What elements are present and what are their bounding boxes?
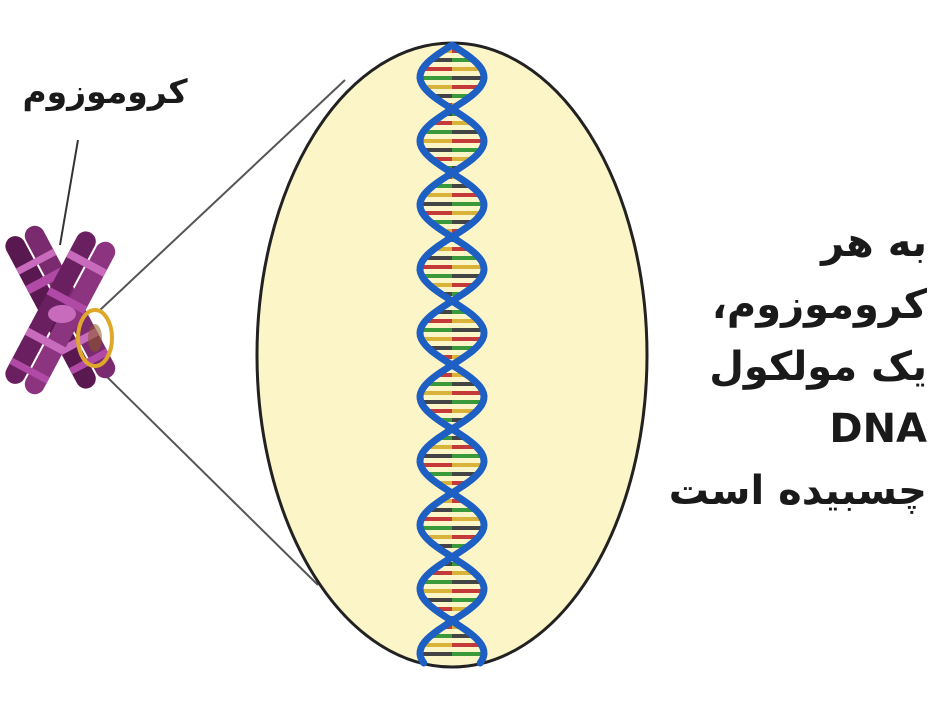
caption-line-3: چسبیده است (627, 460, 927, 522)
chromosome-pointer-line (60, 140, 78, 245)
caption-line-1: به هر کروموزوم، (627, 212, 927, 336)
highlight-core (88, 324, 102, 352)
caption-text: به هر کروموزوم، یک مولکول DNA چسبیده است (627, 212, 927, 522)
caption-line-2: یک مولکول DNA (627, 336, 927, 460)
chromosome-label: کروموزوم (20, 72, 190, 111)
